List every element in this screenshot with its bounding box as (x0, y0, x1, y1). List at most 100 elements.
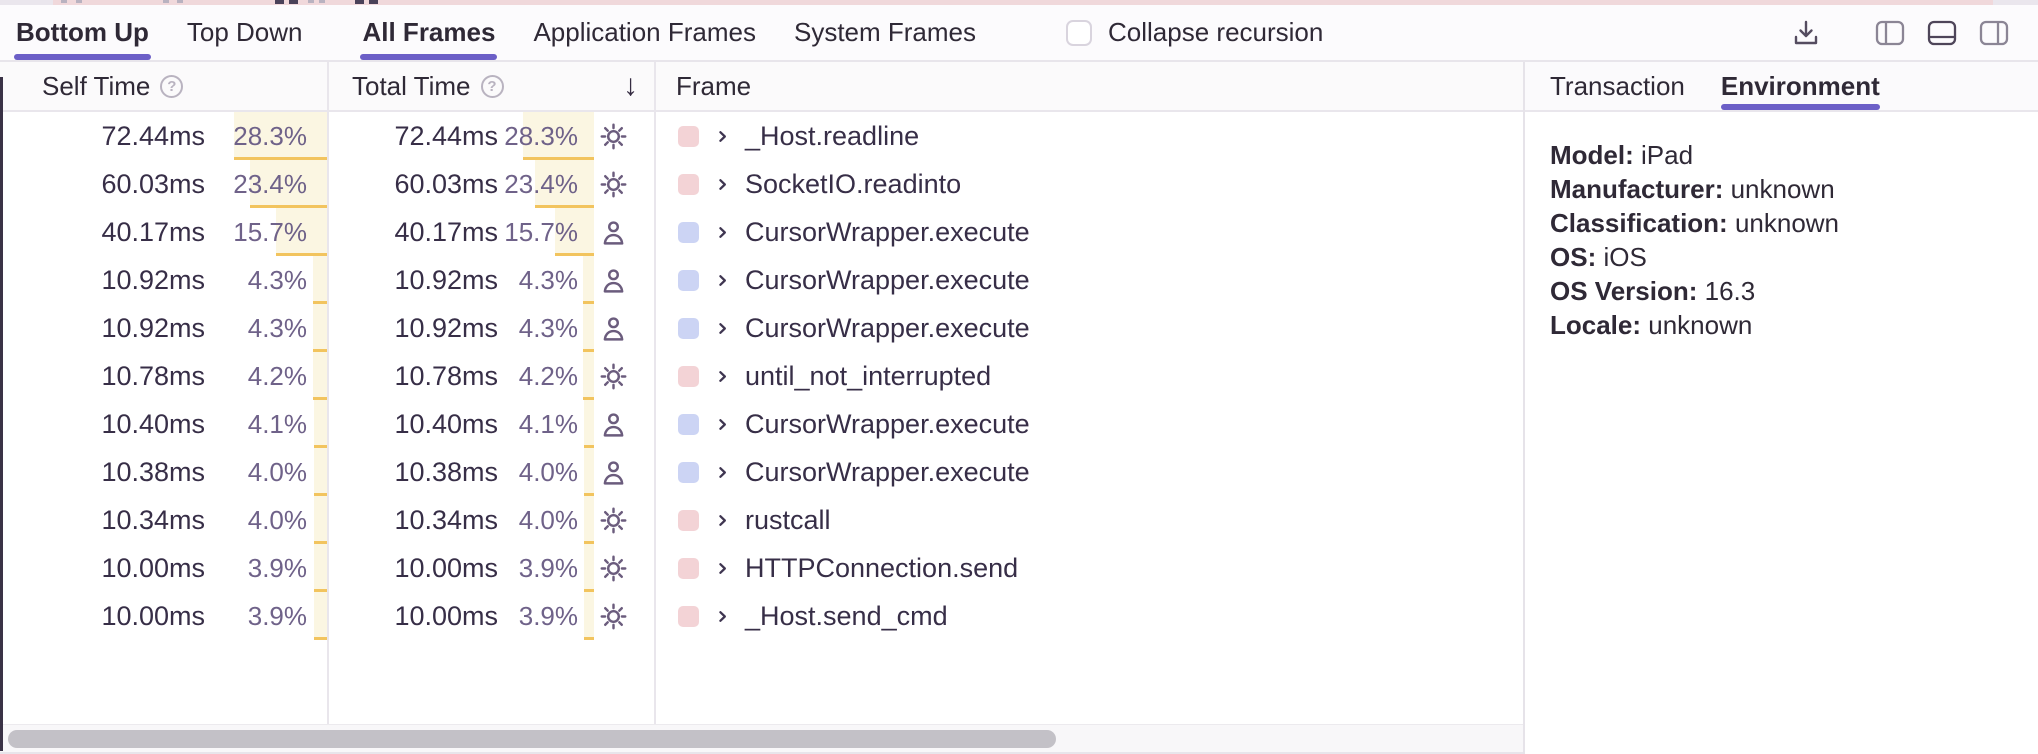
frame-name: CursorWrapper.execute (745, 312, 1030, 343)
collapse-recursion-checkbox[interactable] (1066, 19, 1093, 46)
total-time-percent: 28.3% (504, 121, 578, 151)
application-frame-chip (678, 221, 699, 243)
column-header-total-time[interactable]: Total Time ? ↓ (329, 62, 656, 110)
frame-name: CursorWrapper.execute (745, 456, 1030, 487)
download-icon[interactable] (1784, 11, 1828, 55)
toolbar-icons (1784, 11, 2038, 55)
expand-chevron-icon[interactable] (716, 417, 729, 432)
expand-chevron-icon[interactable] (716, 513, 729, 528)
tab-environment[interactable]: Environment (1720, 62, 1880, 110)
help-icon[interactable]: ? (480, 74, 504, 98)
application-frame-chip (678, 317, 699, 339)
total-time-value: 10.92ms (394, 313, 498, 343)
total-time-percent: 4.2% (518, 361, 578, 391)
collapse-recursion-toggle[interactable]: Collapse recursion (1066, 17, 1323, 48)
clipped-content-mark (177, 0, 183, 3)
column-header-frame[interactable]: Frame (656, 62, 1523, 110)
column-header-self-time[interactable]: Self Time ? (0, 62, 329, 110)
frame-cell: CursorWrapper.execute (656, 448, 1523, 496)
layout-left-panel-icon[interactable] (1868, 11, 1912, 55)
total-time-percent: 4.1% (518, 409, 578, 439)
clipped-flamegraph-band (53, 0, 1993, 5)
self-time-percent: 4.0% (247, 505, 307, 535)
self-time-label: Self Time (42, 70, 151, 101)
self-time-value: 40.17ms (101, 217, 205, 247)
expand-chevron-icon[interactable] (716, 465, 729, 480)
expand-chevron-icon[interactable] (716, 273, 729, 288)
percentage-bar (584, 544, 594, 592)
system-frame-chip (678, 365, 699, 387)
detail-field: Classification: unknown (1550, 208, 1840, 238)
expand-chevron-icon[interactable] (716, 321, 729, 336)
percentage-bar (250, 160, 327, 208)
expand-chevron-icon[interactable] (716, 177, 729, 192)
tab-system-frames[interactable]: System Frames (793, 17, 977, 47)
person-icon (598, 400, 654, 448)
total-time-label: Total Time (352, 70, 471, 101)
total-time-value: 72.44ms (394, 121, 498, 151)
tab-top-down[interactable]: Top Down (186, 17, 303, 47)
person-icon (598, 304, 654, 352)
total-time-percent: 4.3% (518, 265, 578, 295)
frame-name: CursorWrapper.execute (745, 264, 1030, 295)
expand-chevron-icon[interactable] (716, 225, 729, 240)
total-time-value: 10.78ms (394, 361, 498, 391)
detail-field-label: OS: (1550, 242, 1597, 272)
horizontal-scrollbar-thumb[interactable] (8, 730, 1056, 748)
frame-cell: CursorWrapper.execute (656, 304, 1523, 352)
expand-chevron-icon[interactable] (716, 561, 729, 576)
clipped-content-mark (355, 0, 364, 4)
total-time-value: 10.34ms (394, 505, 498, 535)
self-time-percent: 15.7% (233, 217, 307, 247)
percentage-bar (314, 496, 327, 544)
total-time-percent: 4.3% (518, 313, 578, 343)
layout-right-panel-icon[interactable] (1972, 11, 2016, 55)
frames-table-header: Self Time ? Total Time ? ↓ Frame (0, 62, 1523, 112)
percentage-bar (583, 352, 594, 400)
tab-transaction[interactable]: Transaction (1550, 70, 1685, 101)
gear-icon (598, 592, 654, 640)
percentage-bar (583, 256, 594, 304)
person-icon (598, 208, 654, 256)
tab-application-frames[interactable]: Application Frames (533, 17, 756, 47)
expand-chevron-icon[interactable] (716, 369, 729, 384)
percentage-bar (313, 256, 327, 304)
sort-desc-arrow-icon[interactable]: ↓ (623, 69, 638, 102)
help-icon[interactable]: ? (160, 74, 184, 98)
percentage-bar (584, 448, 594, 496)
frame-name: CursorWrapper.execute (745, 408, 1030, 439)
gear-icon (598, 112, 654, 160)
tab-all-frames[interactable]: All Frames (360, 5, 498, 60)
clipped-content-mark (319, 0, 325, 3)
clipped-content-mark (308, 0, 314, 3)
total-time-value: 10.00ms (394, 553, 498, 583)
percentage-bar (523, 112, 594, 160)
layout-bottom-panel-icon[interactable] (1920, 11, 1964, 55)
total-time-cell: 10.34ms 4.0% (329, 496, 656, 544)
expand-chevron-icon[interactable] (716, 129, 729, 144)
percentage-bar (314, 400, 327, 448)
self-time-percent: 4.2% (247, 361, 307, 391)
total-time-percent: 4.0% (518, 505, 578, 535)
horizontal-scrollbar[interactable] (0, 724, 1523, 754)
self-time-percent: 4.3% (247, 313, 307, 343)
expand-chevron-icon[interactable] (716, 609, 729, 624)
percentage-bar (276, 208, 327, 256)
tab-bottom-up[interactable]: Bottom Up (14, 5, 151, 60)
